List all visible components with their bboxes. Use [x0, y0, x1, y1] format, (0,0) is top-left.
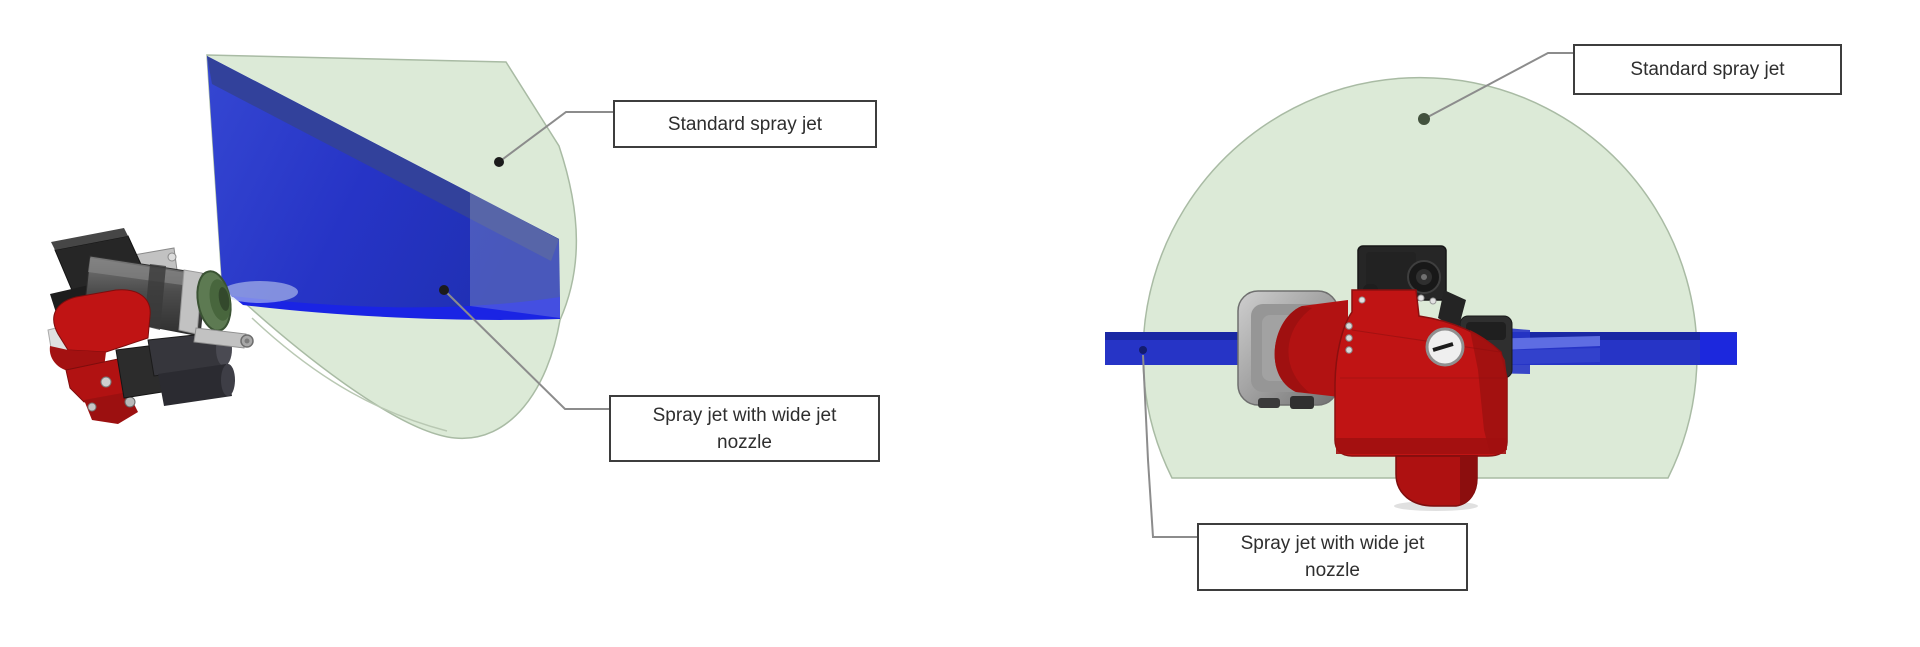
- red-foot: [84, 392, 138, 424]
- leader-dot-standard-left: [494, 157, 504, 167]
- rod-nut-center: [244, 338, 250, 344]
- red-body-bottom-band: [1336, 438, 1506, 454]
- leader-line-standard-right: [1423, 52, 1573, 120]
- callout-standard-spray-jet-right: Standard spray jet: [1573, 44, 1842, 95]
- top-bolt-2: [1429, 297, 1437, 305]
- callout-text: Standard spray jet: [1630, 59, 1785, 80]
- figure-side-view: [47, 54, 613, 439]
- foot-bolt: [124, 396, 136, 408]
- top-unit-link-arm: [1438, 290, 1466, 330]
- device-tank-lower: [158, 364, 232, 406]
- jet-band-bright-end: [1700, 333, 1737, 364]
- connector-box-top: [51, 228, 128, 250]
- figure-front-view: [1105, 52, 1737, 538]
- device-red-manifold: [53, 289, 151, 353]
- spray-mist: [222, 281, 298, 303]
- red-body-shoulder-shade: [1470, 330, 1507, 454]
- top-bolt-3: [1358, 296, 1366, 304]
- spray-device-side-view: [47, 228, 254, 424]
- red-body-crease-1: [1351, 329, 1501, 353]
- wide-jet-fan-bright-edge: [232, 296, 560, 320]
- flange-bolt-2: [1345, 334, 1353, 342]
- spray-device-front-view: [1237, 245, 1513, 511]
- top-unit-wheel-dot: [1421, 274, 1427, 280]
- wide-jet-fan-dark-edge: [207, 56, 559, 261]
- gauge-needle: [1432, 342, 1454, 352]
- top-unit-face: [1366, 252, 1416, 292]
- leader-dot-wide-left: [439, 285, 449, 295]
- leader-dot-standard-right: [1418, 113, 1430, 125]
- red-back-shade: [1274, 306, 1312, 393]
- callout-wide-jet-nozzle-right: Spray jet with wide jet nozzle: [1197, 523, 1468, 591]
- silver-rod: [193, 327, 247, 349]
- leader-line-wide-right: [1142, 354, 1197, 538]
- leader-line-standard-left: [498, 111, 613, 163]
- callout-text: Spray jet with wide jet nozzle: [652, 404, 837, 453]
- top-bolt-1: [1417, 294, 1425, 302]
- cone-overlay-on-fan: [470, 192, 560, 318]
- leader-dot-wide-right: [1139, 346, 1147, 354]
- flange-bolt-1: [1345, 322, 1353, 330]
- tank-lower-end: [221, 364, 235, 396]
- leader-line-wide-left: [443, 289, 609, 410]
- plate-foot-right: [1290, 396, 1314, 409]
- cone-inner-arc: [251, 317, 448, 432]
- callout-wide-jet-nozzle-left: Spray jet with wide jet nozzle: [609, 395, 880, 462]
- cylinder-highlight: [88, 258, 206, 288]
- bracket-bolt: [167, 252, 177, 262]
- callout-text: Standard spray jet: [667, 113, 823, 135]
- flange-bolt-3: [1345, 346, 1353, 354]
- device-red-body: [1334, 289, 1508, 457]
- nozzle-tip: [218, 287, 230, 311]
- callout-text: Spray jet with wide jet nozzle: [1240, 533, 1425, 581]
- callout-standard-spray-jet-left: Standard spray jet: [613, 100, 877, 148]
- foot-bolt-2: [87, 402, 97, 412]
- down-pipe-shade: [1456, 456, 1477, 506]
- plate-foot-left: [1258, 398, 1280, 408]
- arm-bolt: [100, 376, 112, 388]
